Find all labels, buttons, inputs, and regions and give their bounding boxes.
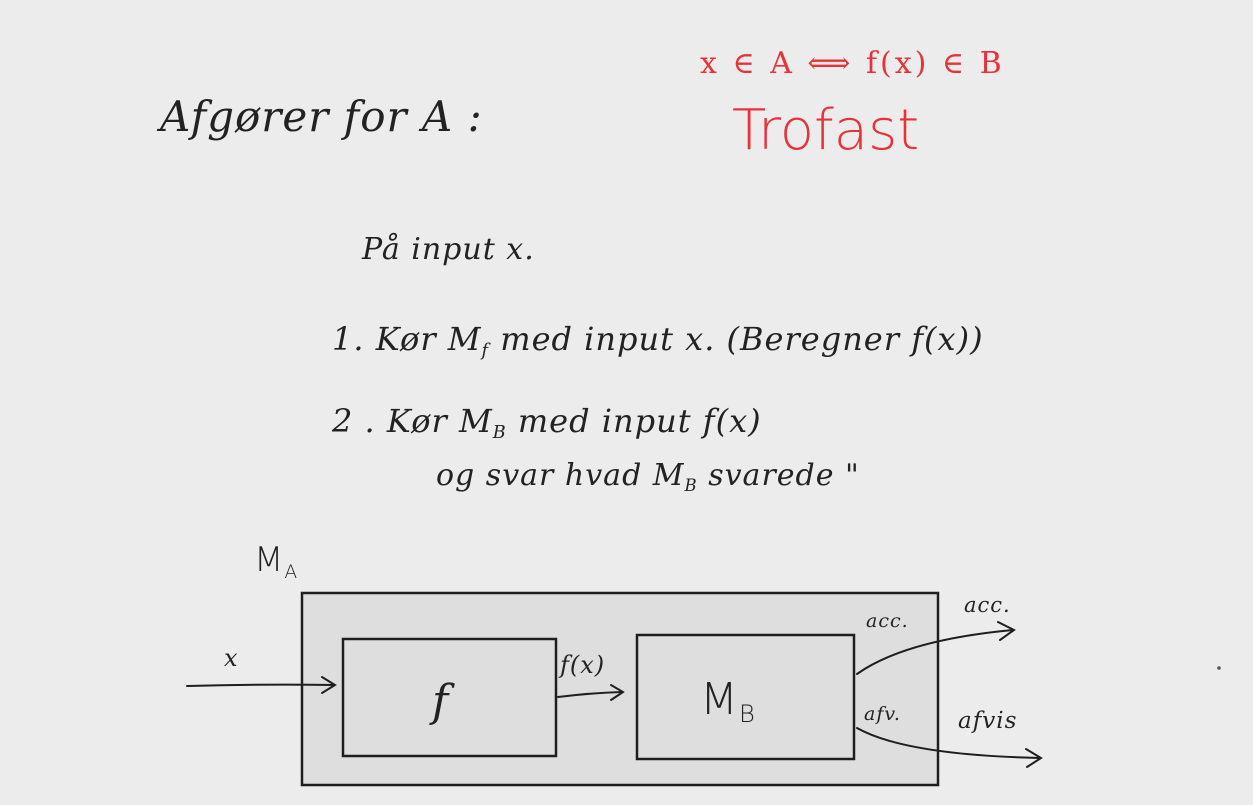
stray-dot — [1217, 666, 1221, 670]
box-f — [341, 637, 558, 758]
step-2-cont-prefix: og svar hvad M — [436, 458, 685, 493]
annotation-formula: x ∈ A ⟺ f(x) ∈ B — [700, 46, 1005, 81]
annotation-word: Trofast — [732, 98, 920, 163]
step-2-suffix: med input f(x) — [506, 402, 762, 440]
fx-arrow — [557, 684, 625, 701]
input-line: På input x. — [362, 232, 535, 267]
accept-arrow — [856, 621, 1016, 675]
machine-a-letter: M — [254, 540, 285, 580]
box-mb-label: MB — [700, 674, 756, 729]
step-2-cont-sub: B — [684, 475, 698, 495]
step-1: 1. Kør Mf med input x. (Beregner f(x)) — [332, 320, 984, 362]
step-2: 2 . Kør MB med input f(x) — [332, 402, 762, 444]
input-label: x — [224, 644, 239, 672]
machine-a-sub: A — [284, 561, 299, 583]
reject-inner-label: afv. — [864, 703, 901, 725]
accept-outer-label: acc. — [964, 593, 1011, 617]
step-2-continuation: og svar hvad MB svarede " — [436, 458, 860, 495]
box-mb — [635, 633, 856, 761]
accept-inner-label: acc. — [866, 610, 909, 632]
box-f-label: f — [432, 676, 450, 727]
step-2-sub: B — [492, 423, 507, 444]
step-2-prefix: 2 . Kør M — [332, 402, 493, 440]
step-2-cont-suffix: svarede " — [697, 458, 860, 493]
step-1-prefix: 1. Kør M — [332, 320, 482, 358]
step-1-suffix: med input x. (Beregner f(x)) — [489, 320, 984, 358]
machine-a-label: MA — [254, 540, 299, 583]
box-mb-letter: M — [700, 674, 739, 725]
step-1-sub: f — [481, 341, 490, 362]
reject-arrow — [856, 727, 1043, 768]
input-arrow — [186, 676, 337, 694]
reject-outer-label: afvis — [958, 708, 1018, 734]
page-heading: Afgører for A : — [160, 92, 483, 141]
box-mb-sub: B — [738, 700, 756, 729]
fx-label: f(x) — [560, 651, 606, 679]
